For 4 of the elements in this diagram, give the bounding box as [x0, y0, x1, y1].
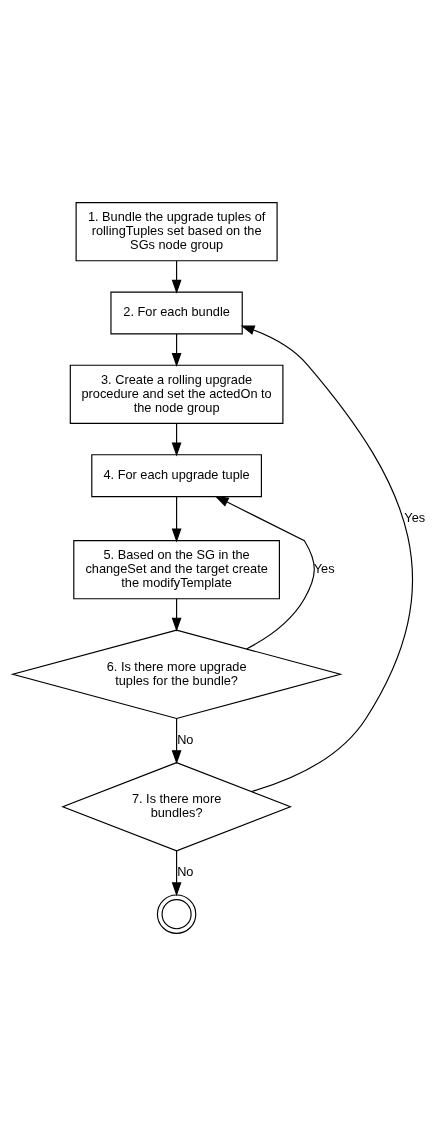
edge-label: No	[177, 864, 194, 880]
edge-label: No	[177, 731, 194, 747]
edge-label: Yes	[404, 509, 426, 525]
edge-label: Yes	[313, 561, 335, 576]
